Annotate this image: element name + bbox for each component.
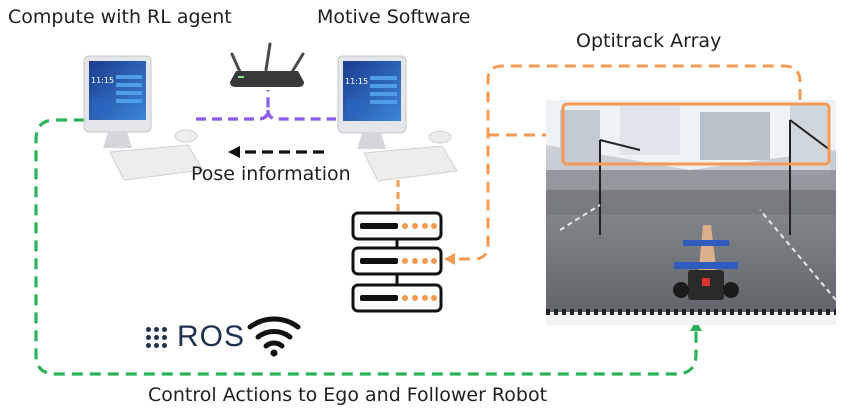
computer-icon xyxy=(337,55,458,182)
router-icon xyxy=(230,42,305,87)
server-arrowhead xyxy=(444,253,455,265)
ros-dots-icon xyxy=(146,326,167,348)
pose-arrowhead xyxy=(228,146,240,158)
ros-logo: ROS xyxy=(146,320,245,354)
network-link xyxy=(196,90,336,121)
control-arrowhead xyxy=(690,320,702,331)
optitrack-connector xyxy=(452,64,802,261)
left-screen-time: 11:15 xyxy=(91,76,114,85)
control-actions-connector xyxy=(34,118,698,376)
motive-software-label: Motive Software xyxy=(317,6,471,28)
right-screen-time: 11:15 xyxy=(345,77,368,86)
optitrack-array-label: Optitrack Array xyxy=(576,30,722,52)
server-icon xyxy=(351,211,443,313)
ros-text: ROS xyxy=(177,320,246,353)
computer-icon xyxy=(83,55,204,181)
compute-label: Compute with RL agent xyxy=(8,6,232,28)
lab-photo xyxy=(546,100,837,325)
wifi-icon xyxy=(247,316,301,357)
optitrack-array-outline xyxy=(561,102,831,166)
pose-information-label: Pose information xyxy=(191,163,351,185)
control-actions-label: Control Actions to Ego and Follower Robo… xyxy=(148,384,548,406)
